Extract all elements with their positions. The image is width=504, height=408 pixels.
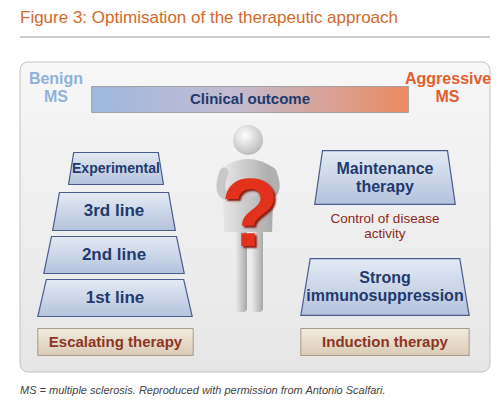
trapezoid xyxy=(44,236,185,273)
node-label: Induction therapy xyxy=(316,334,454,351)
figure-caption: MS = multiple sclerosis. Reproduced with… xyxy=(20,384,500,396)
scale-end-label: Aggressive MS xyxy=(405,70,490,105)
node-label: 3rd line xyxy=(78,202,150,221)
strategy-box: Induction therapy xyxy=(300,328,470,356)
node-label: 1st line xyxy=(80,289,151,308)
node-label: Experimental xyxy=(66,161,166,176)
box xyxy=(38,329,193,356)
therapy-level: 1st line xyxy=(37,279,193,317)
figure-title: Figure 3: Optimisation of the therapeuti… xyxy=(20,9,500,28)
node-label: Strong immunosuppression xyxy=(300,269,470,304)
therapy-level: 2nd line xyxy=(43,236,185,274)
node-label: Escalating therapy xyxy=(43,334,188,351)
scale-end-label: Benign MS xyxy=(24,70,88,105)
therapy-level: 3rd line xyxy=(52,192,176,231)
node-label: 2nd line xyxy=(76,246,152,265)
node-label: Maintenance therapy xyxy=(314,160,456,195)
trapezoid xyxy=(53,192,176,230)
figure-panel xyxy=(20,62,490,372)
person-head xyxy=(233,125,263,155)
title-rule xyxy=(20,37,490,38)
gradient-bar xyxy=(92,87,409,113)
note-text: Control of disease activity xyxy=(318,212,452,242)
trapezoid xyxy=(38,279,192,316)
box xyxy=(301,329,469,356)
trapezoid xyxy=(315,151,456,205)
therapy-level: Maintenance therapy xyxy=(314,150,456,205)
therapy-level: Experimental xyxy=(68,152,164,185)
therapy-level: Strong immunosuppression xyxy=(300,258,470,316)
question-mark: ? xyxy=(212,160,288,266)
strategy-box: Escalating therapy xyxy=(37,328,194,356)
node-label: Clinical outcome xyxy=(184,91,316,108)
outcome-bar: Clinical outcome xyxy=(90,86,410,113)
trapezoid xyxy=(301,259,469,316)
